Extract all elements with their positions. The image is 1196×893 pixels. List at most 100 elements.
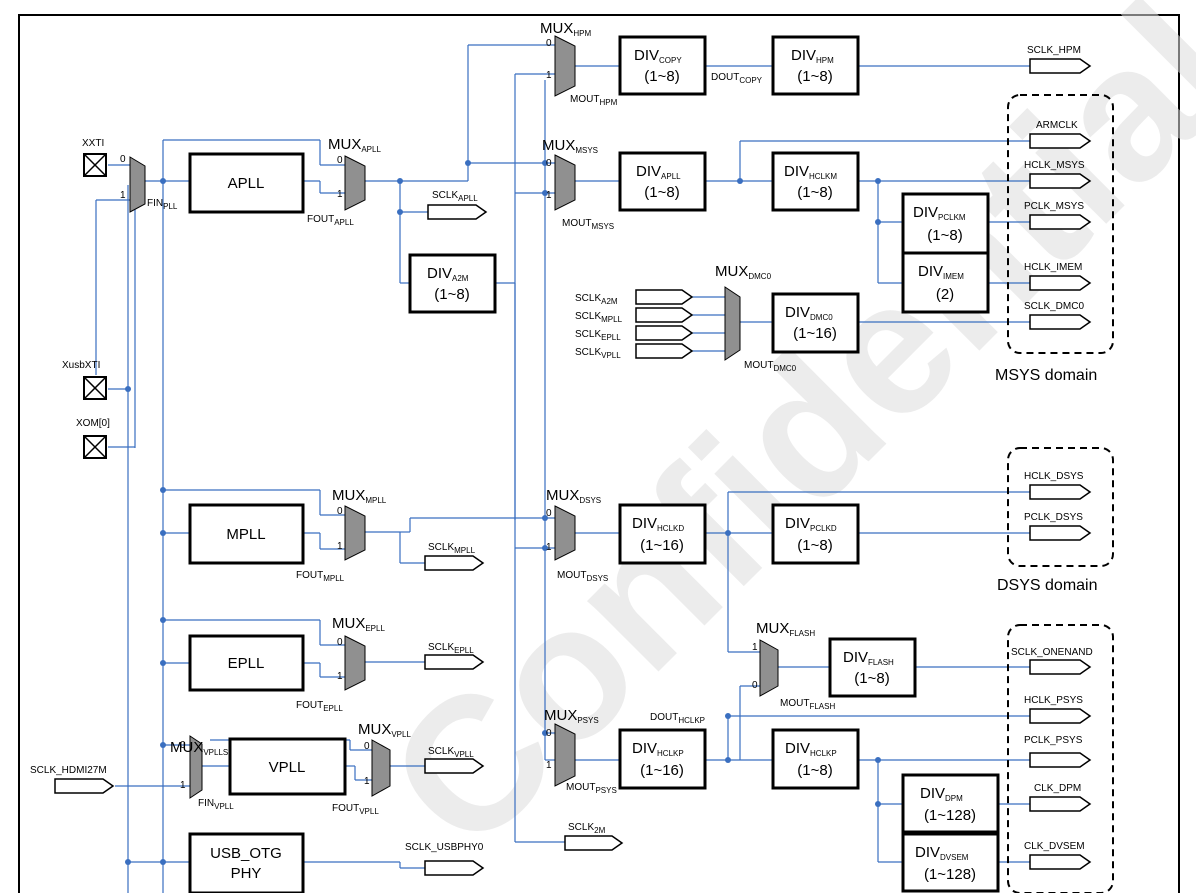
svg-text:PCLK_DSYS: PCLK_DSYS bbox=[1024, 512, 1083, 523]
block-mpll: MPLL bbox=[188, 503, 305, 565]
svg-text:SCLKMPLL: SCLKMPLL bbox=[575, 311, 623, 324]
svg-text:DIVDVSEM: DIVDVSEM bbox=[915, 844, 969, 862]
div-flash: DIVFLASH (1~8) bbox=[828, 637, 917, 698]
div-hclkd: DIVHCLKD (1~16) bbox=[618, 503, 707, 565]
div-hclkm: DIVHCLKM (1~8) bbox=[771, 151, 860, 212]
div-pclkm: DIVPCLKM (1~8) bbox=[901, 192, 990, 255]
output-sclk-dmc0: SCLK_DMC0 bbox=[1024, 301, 1092, 330]
mux-psys: MUXPSYS 0 1 MOUTPSYS bbox=[544, 707, 617, 795]
sclk-vpll-arrow: SCLKVPLL bbox=[424, 746, 485, 774]
svg-text:DIVA2M: DIVA2M bbox=[427, 265, 469, 283]
svg-text:SCLKEPLL: SCLKEPLL bbox=[575, 329, 621, 342]
div-apll: DIVAPLL (1~8) bbox=[618, 151, 707, 212]
svg-text:DIVDPM: DIVDPM bbox=[920, 785, 963, 803]
domain-dsys: DSYS domain bbox=[997, 447, 1114, 594]
svg-text:1: 1 bbox=[546, 542, 552, 553]
output-clk-dvsem: CLK_DVSEM bbox=[1024, 841, 1092, 870]
svg-text:DIVPCLKD: DIVPCLKD bbox=[785, 515, 837, 533]
mux-epll: MUXEPLL 0 1 FOUTEPLL bbox=[296, 615, 385, 713]
svg-text:0: 0 bbox=[180, 740, 186, 751]
svg-text:MUXVPLLSRC: MUXVPLLSRC bbox=[170, 739, 240, 757]
svg-text:1: 1 bbox=[752, 642, 758, 653]
svg-text:1: 1 bbox=[337, 671, 343, 682]
svg-text:USB_OTG: USB_OTG bbox=[210, 845, 282, 862]
svg-text:FOUTAPLL: FOUTAPLL bbox=[307, 214, 354, 227]
svg-text:FOUTEPLL: FOUTEPLL bbox=[296, 700, 343, 713]
svg-text:SCLKEPLL: SCLKEPLL bbox=[428, 642, 474, 655]
svg-text:SCLK_HDMI27M: SCLK_HDMI27M bbox=[30, 765, 107, 776]
mux-vpllsrc: MUXVPLLSRC 0 1 FINVPLL bbox=[170, 735, 240, 811]
svg-text:MSYS domain: MSYS domain bbox=[995, 367, 1097, 384]
junction-dots bbox=[125, 160, 881, 865]
svg-text:SCLK_ONENAND: SCLK_ONENAND bbox=[1011, 647, 1093, 658]
svg-text:MUXMPLL: MUXMPLL bbox=[332, 487, 387, 505]
div-imem: DIVIMEM (2) bbox=[901, 251, 990, 314]
dout-copy-label: DOUTCOPY bbox=[711, 72, 763, 85]
mux-dsys: MUXDSYS 0 1 MOUTDSYS bbox=[546, 487, 608, 583]
svg-text:DOUTCOPY: DOUTCOPY bbox=[711, 72, 763, 85]
sclk-usbphy0-arrow: SCLK_USBPHY0 bbox=[405, 842, 485, 876]
diagram-frame bbox=[18, 14, 1180, 893]
svg-text:SCLKVPLL: SCLKVPLL bbox=[575, 347, 621, 360]
svg-text:DIVHCLKP: DIVHCLKP bbox=[785, 740, 837, 758]
svg-text:DIVIMEM: DIVIMEM bbox=[918, 263, 964, 281]
sclk-apll-arrow: SCLKAPLL bbox=[427, 190, 488, 220]
svg-text:SCLK_HPM: SCLK_HPM bbox=[1027, 45, 1081, 56]
svg-text:FINPLL: FINPLL bbox=[147, 198, 178, 211]
svg-text:XXTI: XXTI bbox=[82, 138, 104, 149]
svg-text:(1~8): (1~8) bbox=[434, 286, 469, 303]
pad-xusbxti: XusbXTI bbox=[62, 360, 107, 400]
svg-text:(1~8): (1~8) bbox=[797, 762, 832, 779]
svg-text:DIVHCLKP: DIVHCLKP bbox=[632, 740, 684, 758]
svg-text:HCLK_PSYS: HCLK_PSYS bbox=[1024, 695, 1083, 706]
div-copy: DIVCOPY (1~8) bbox=[618, 35, 707, 96]
svg-text:APLL: APLL bbox=[228, 175, 265, 192]
svg-text:0: 0 bbox=[337, 637, 343, 648]
div-dvsem: DIVDVSEM (1~128) bbox=[901, 832, 1000, 893]
svg-text:SCLK_DMC0: SCLK_DMC0 bbox=[1024, 301, 1084, 312]
mux-dmc0: MUXDMC0 MOUTDMC0 bbox=[715, 263, 797, 373]
output-sclk-hpm: SCLK_HPM bbox=[1027, 45, 1092, 74]
mux-msys: MUXMSYS 0 1 MOUTMSYS bbox=[542, 137, 614, 231]
svg-text:MOUTPSYS: MOUTPSYS bbox=[566, 782, 617, 795]
output-hclk-imem: HCLK_IMEM bbox=[1024, 262, 1092, 291]
sclk-epll-arrow: SCLKEPLL bbox=[424, 642, 485, 670]
div-hclkp-2: DIVHCLKP (1~8) bbox=[771, 728, 860, 790]
svg-text:1: 1 bbox=[337, 189, 343, 200]
svg-text:MUXHPM: MUXHPM bbox=[540, 20, 591, 38]
div-a2m: DIVA2M (1~8) bbox=[408, 253, 497, 314]
svg-text:0: 0 bbox=[752, 680, 758, 691]
svg-text:DSYS domain: DSYS domain bbox=[997, 577, 1098, 594]
svg-text:(1~8): (1~8) bbox=[797, 68, 832, 85]
dout-hclkp-label: DOUTHCLKP bbox=[650, 712, 705, 725]
svg-text:(2): (2) bbox=[936, 286, 954, 303]
svg-text:PHY: PHY bbox=[231, 865, 262, 882]
div-dpm: DIVDPM (1~128) bbox=[901, 773, 1000, 834]
svg-text:MUXVPLL: MUXVPLL bbox=[358, 721, 411, 739]
output-pclk-psys: PCLK_PSYS bbox=[1024, 735, 1092, 768]
block-vpll: VPLL bbox=[228, 737, 347, 796]
svg-text:(1~8): (1~8) bbox=[797, 537, 832, 554]
svg-text:(1~16): (1~16) bbox=[793, 325, 837, 342]
svg-text:DIVHCLKD: DIVHCLKD bbox=[632, 515, 684, 533]
svg-text:HCLK_DSYS: HCLK_DSYS bbox=[1024, 471, 1084, 482]
domain-psys bbox=[1007, 624, 1114, 893]
svg-text:0: 0 bbox=[546, 158, 552, 169]
pad-xxti: XXTI bbox=[82, 138, 107, 177]
svg-text:PCLK_MSYS: PCLK_MSYS bbox=[1024, 201, 1084, 212]
svg-text:(1~128): (1~128) bbox=[924, 866, 976, 883]
svg-text:0: 0 bbox=[546, 728, 552, 739]
svg-text:CLK_DVSEM: CLK_DVSEM bbox=[1024, 841, 1085, 852]
div-hclkp-1: DIVHCLKP (1~16) bbox=[618, 728, 707, 790]
output-armclk: ARMCLK bbox=[1029, 120, 1092, 149]
svg-text:SCLKMPLL: SCLKMPLL bbox=[428, 542, 476, 555]
output-pclk-msys: PCLK_MSYS bbox=[1024, 201, 1092, 230]
svg-text:(1~8): (1~8) bbox=[927, 227, 962, 244]
svg-text:MUXFLASH: MUXFLASH bbox=[756, 620, 815, 638]
output-hclk-msys: HCLK_MSYS bbox=[1024, 160, 1092, 189]
svg-text:SCLKAPLL: SCLKAPLL bbox=[432, 190, 478, 203]
svg-text:MOUTDMC0: MOUTDMC0 bbox=[744, 360, 797, 373]
svg-text:(1~8): (1~8) bbox=[644, 184, 679, 201]
svg-text:MUXDSYS: MUXDSYS bbox=[546, 487, 601, 505]
block-epll: EPLL bbox=[188, 634, 305, 692]
